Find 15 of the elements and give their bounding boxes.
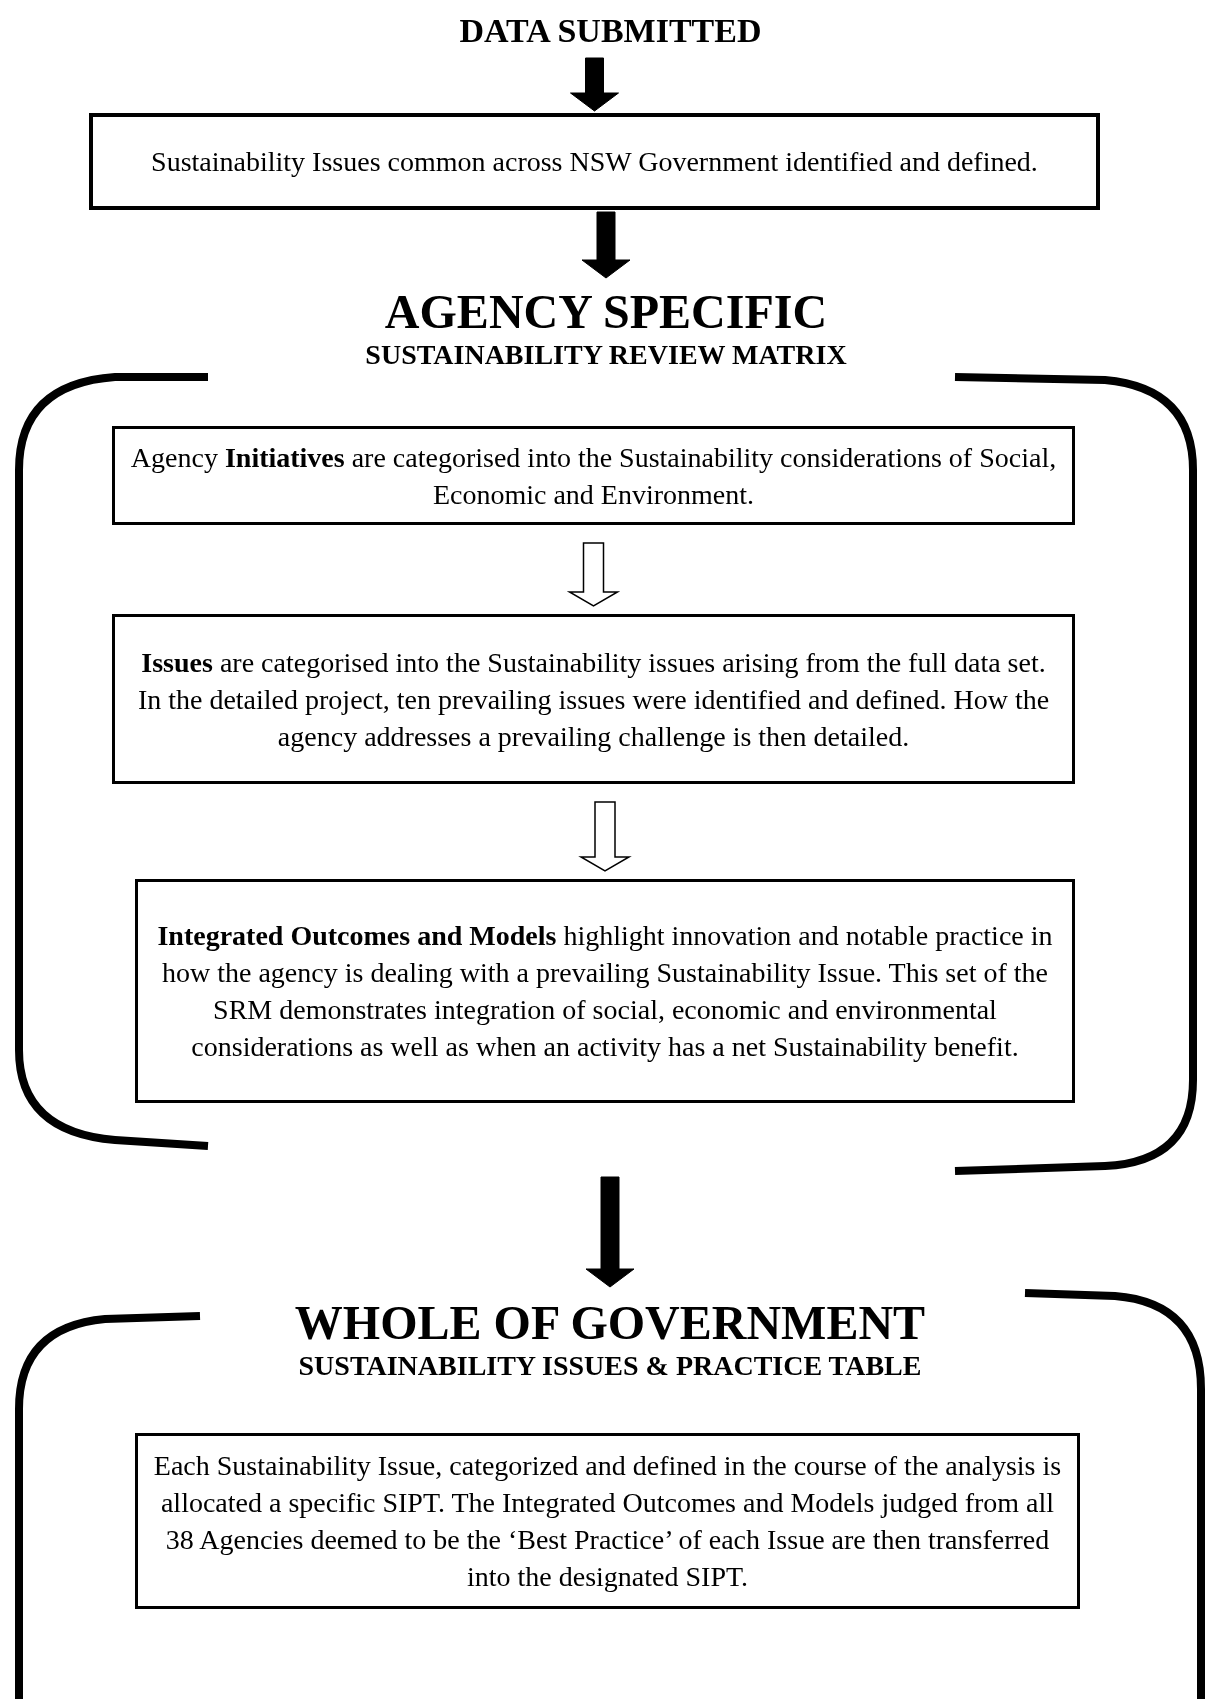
arrow [585,1176,635,1288]
section-title: AGENCY SPECIFIC [384,286,828,338]
heading-text: DATA SUBMITTED [459,12,762,50]
process-box: Issues are categorised into the Sustainability issues arising from the full data set. In the detailed project, ten prevailing issues were identified and defined. How the agency addresses a prevailing challenge is then detailed. [112,614,1075,784]
section-subtitle: SUSTAINABILITY ISSUES & PRACTICE TABLE [298,1349,922,1383]
arrow [578,801,632,872]
process-box: Integrated Outcomes and Models highlight innovation and notable practice in how the agency is dealing with a prevailing Sustainability Issue. This set of the SRM demonstrates integration of social, economic and environmental considerations as well as when an activity has a net Sustainability benefit. [135,879,1075,1103]
process-box: Sustainability Issues common across NSW Government identified and defined. [89,113,1100,210]
section-title: WHOLE OF GOVERNMENT [294,1297,926,1349]
arrow [566,542,621,607]
process-box: Agency Initiatives are categorised into the Sustainability considerations of Social, Economic and Environment. [112,426,1075,525]
arrow [581,211,631,279]
process-box: Each Sustainability Issue, categorized and defined in the course of the analysis is allocated a specific SIPT. The Integrated Outcomes and Models judged from all 38 Agencies deemed to be the ‘Best Practice’ of each Issue are then transferred into the designated SIPT. [135,1433,1080,1609]
arrow [570,57,619,112]
section-subtitle: SUSTAINABILITY REVIEW MATRIX [365,338,847,372]
